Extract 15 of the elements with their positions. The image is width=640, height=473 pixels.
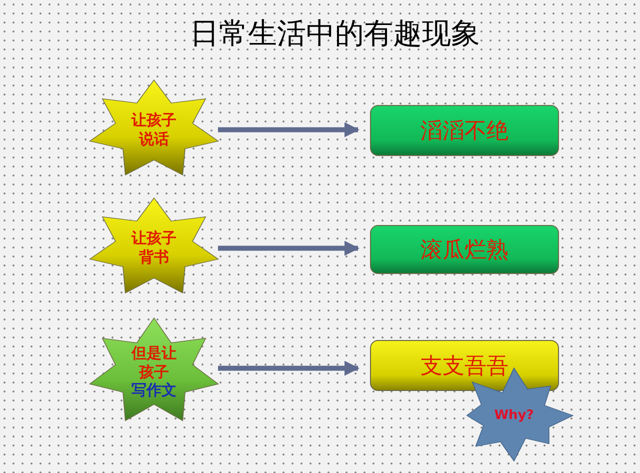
- star-label: 让孩子说话: [130, 111, 178, 149]
- result-box: [370, 225, 559, 274]
- result-box: [370, 105, 559, 156]
- result-label: 滚瓜烂熟: [420, 236, 508, 264]
- result-box: [370, 340, 559, 391]
- star-label: 写作文: [132, 381, 176, 400]
- result-label: 支支吾吾: [420, 352, 508, 380]
- star-label: 但是让孩子: [130, 344, 178, 382]
- arrow: [218, 240, 360, 256]
- result-label: 滔滔不绝: [420, 118, 508, 146]
- arrow: [218, 360, 360, 376]
- arrow: [218, 122, 360, 138]
- star-label: 让孩子背书: [130, 229, 178, 267]
- burst-label: Why?: [494, 408, 534, 423]
- title: 日常生活中的有趣现象: [189, 15, 481, 52]
